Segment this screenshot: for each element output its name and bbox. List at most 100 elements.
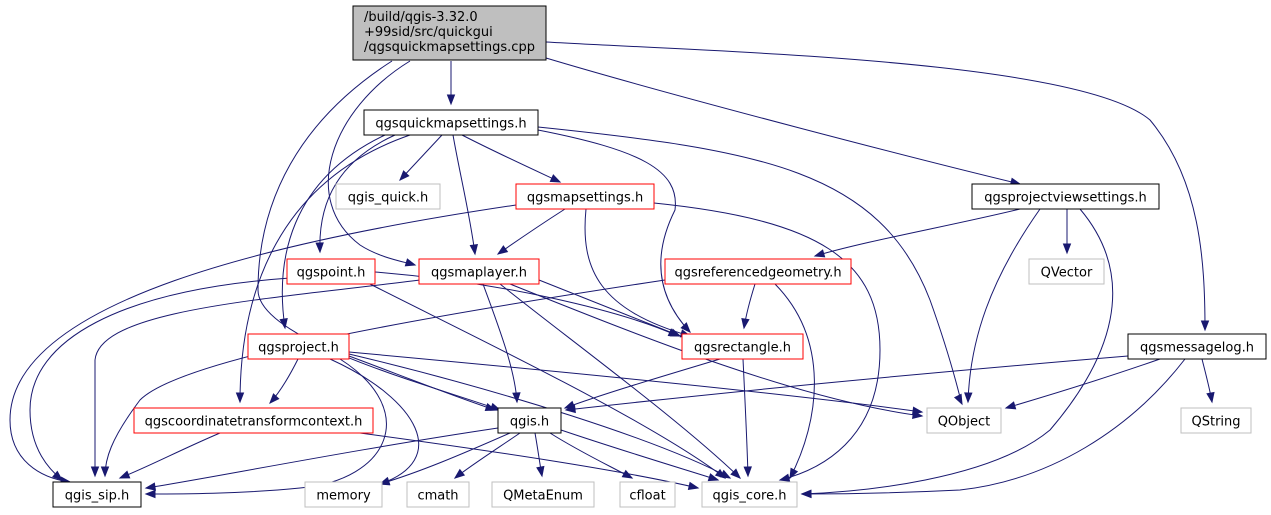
edge-qgsmessagelog_h-to-qgis_h <box>564 355 1129 414</box>
edge-line <box>1005 358 1161 409</box>
node-qgsmapsettings-h[interactable]: qgsmapsettings.h <box>515 183 655 210</box>
edge-line <box>742 358 749 477</box>
edge-arrowhead <box>680 322 691 334</box>
edge-line <box>584 208 691 337</box>
node-qgsmaplayer-h[interactable]: qgsmaplayer.h <box>418 258 540 285</box>
node-label: QVector <box>1041 266 1093 281</box>
edge-arrowhead <box>1004 401 1017 410</box>
edge-qgsquickmapsettings_h-to-qgsrectangle_h <box>537 129 691 334</box>
node-qgscoordinatetransformcontext-h[interactable]: qgscoordinatetransformcontext.h <box>133 407 374 434</box>
edge-qgsquickmapsettings_h-to-qgsproject_h <box>279 134 386 330</box>
node-qgsquickmapsettings-h[interactable]: qgsquickmapsettings.h <box>363 109 539 136</box>
node-root[interactable]: /build/qgis-3.32.0+99sid/src/quickgui/qg… <box>352 5 547 61</box>
edge-line <box>359 432 699 489</box>
edge-line <box>653 202 881 481</box>
node-box <box>515 183 655 210</box>
node-qgsmessagelog-h[interactable]: qgsmessagelog.h <box>1127 333 1267 360</box>
edge-arrowhead <box>279 317 288 330</box>
edge-arrowhead <box>315 242 324 254</box>
node-qgis-quick-h[interactable]: qgis_quick.h <box>335 183 441 210</box>
node-label: qgis_core.h <box>713 489 787 504</box>
edge-line <box>319 134 396 253</box>
edge-qgsquickmapsettings_h-to-qgscoordinatetransformcontext_h <box>235 134 411 404</box>
node-qgspoint-h[interactable]: qgspoint.h <box>286 258 376 285</box>
edge-arrowhead <box>719 469 732 479</box>
edge-line <box>564 358 721 409</box>
node-qgis-sip-h[interactable]: qgis_sip.h <box>52 481 142 508</box>
edge-line <box>565 355 1129 411</box>
edge-arrowhead <box>741 317 750 330</box>
node-label: QMetaEnum <box>503 489 583 504</box>
edge-qgsmessagelog_h-to-qstring <box>1201 358 1215 404</box>
edge-qgsmaplayer_h-to-qgsrectangle_h <box>538 279 682 337</box>
node-label: QObject <box>938 415 991 430</box>
node-label: QString <box>1191 415 1240 430</box>
node-label: qgsproject.h <box>258 341 339 356</box>
edge-qgsquickmapsettings_h-to-qgis_quick_h <box>399 134 443 182</box>
edge-qgis_h-to-qgis_core_h <box>560 429 720 482</box>
node-box <box>286 258 376 285</box>
edge-qgsproject_h-to-qgis_core_h <box>348 353 732 479</box>
node-cfloat[interactable]: cfloat <box>619 481 676 508</box>
node-qgis-h[interactable]: qgis.h <box>497 407 562 434</box>
edge-root-to-qgsmaplayer_h <box>327 60 417 267</box>
edge-line <box>967 208 1041 403</box>
edge-qgis_h-to-memory <box>378 432 511 486</box>
edge-qgsquickmapsettings_h-to-qgspoint_h <box>315 134 396 254</box>
node-box <box>406 481 470 508</box>
edge-arrowhead <box>964 392 973 404</box>
edge-arrowhead <box>621 469 634 479</box>
node-box <box>701 481 798 508</box>
edge-qgsmapsettings_h-to-qgsmaplayer_h <box>496 208 566 255</box>
edge-qgsmessagelog_h-to-qobject <box>1004 358 1161 410</box>
edge-qgscoordinatetransformcontext_h-to-qgis_sip_h <box>118 432 221 479</box>
edge-arrowhead <box>90 466 100 478</box>
edge-qgsquickmapsettings_h-to-qgsmapsettings_h <box>461 134 562 183</box>
node-box <box>133 407 374 434</box>
node-box <box>1180 407 1252 434</box>
node-qgsproject-h[interactable]: qgsproject.h <box>247 333 350 360</box>
node-qstring[interactable]: QString <box>1180 407 1252 434</box>
edge-arrowhead <box>1200 320 1210 332</box>
node-qgis-core-h[interactable]: qgis_core.h <box>701 481 798 508</box>
node-qgsreferencedgeometry-h[interactable]: qgsreferencedgeometry.h <box>664 258 852 285</box>
node-label: qgspoint.h <box>297 266 366 281</box>
node-label: /qgsquickmapsettings.cpp <box>364 40 535 55</box>
node-memory[interactable]: memory <box>304 481 383 508</box>
edge-arrowhead <box>564 404 576 414</box>
node-box <box>491 481 595 508</box>
edge-line <box>379 432 511 485</box>
edge-arrowhead <box>144 489 156 499</box>
edge-arrowhead <box>912 406 924 415</box>
node-cmath[interactable]: cmath <box>406 481 470 508</box>
node-box <box>664 258 852 285</box>
edge-arrowhead <box>536 465 545 478</box>
node-box <box>681 333 804 360</box>
node-qobject[interactable]: QObject <box>926 407 1002 434</box>
edge-arrowhead <box>469 244 478 256</box>
edge-arrowhead <box>496 245 509 255</box>
edge-qgspoint_h-to-qgis_sip_h <box>29 277 291 481</box>
node-qgsprojectviewsettings-h[interactable]: qgsprojectviewsettings.h <box>971 183 1160 210</box>
edge-arrowhead <box>1062 243 1072 255</box>
edge-arrowhead <box>778 473 791 482</box>
node-qvector[interactable]: QVector <box>1028 258 1105 285</box>
edge-line <box>348 355 496 411</box>
edge-arrowhead <box>144 482 157 491</box>
node-box <box>619 481 676 508</box>
edge-line <box>537 129 691 333</box>
edge-line <box>461 134 561 183</box>
node-qgsrectangle-h[interactable]: qgsrectangle.h <box>681 333 804 360</box>
edge-line <box>452 134 476 255</box>
edge-line <box>801 358 1186 495</box>
node-box <box>1028 258 1105 285</box>
edge-arrowhead <box>446 94 456 106</box>
node-label: cmath <box>417 489 458 504</box>
edge-line <box>29 277 291 481</box>
edge-arrowhead <box>707 473 720 482</box>
node-qmetaenum[interactable]: QMetaEnum <box>491 481 595 508</box>
edge-arrowhead <box>269 393 280 405</box>
node-label: memory <box>316 489 371 504</box>
edge-qgsmapsettings_h-to-qgis_core_h <box>653 202 881 482</box>
